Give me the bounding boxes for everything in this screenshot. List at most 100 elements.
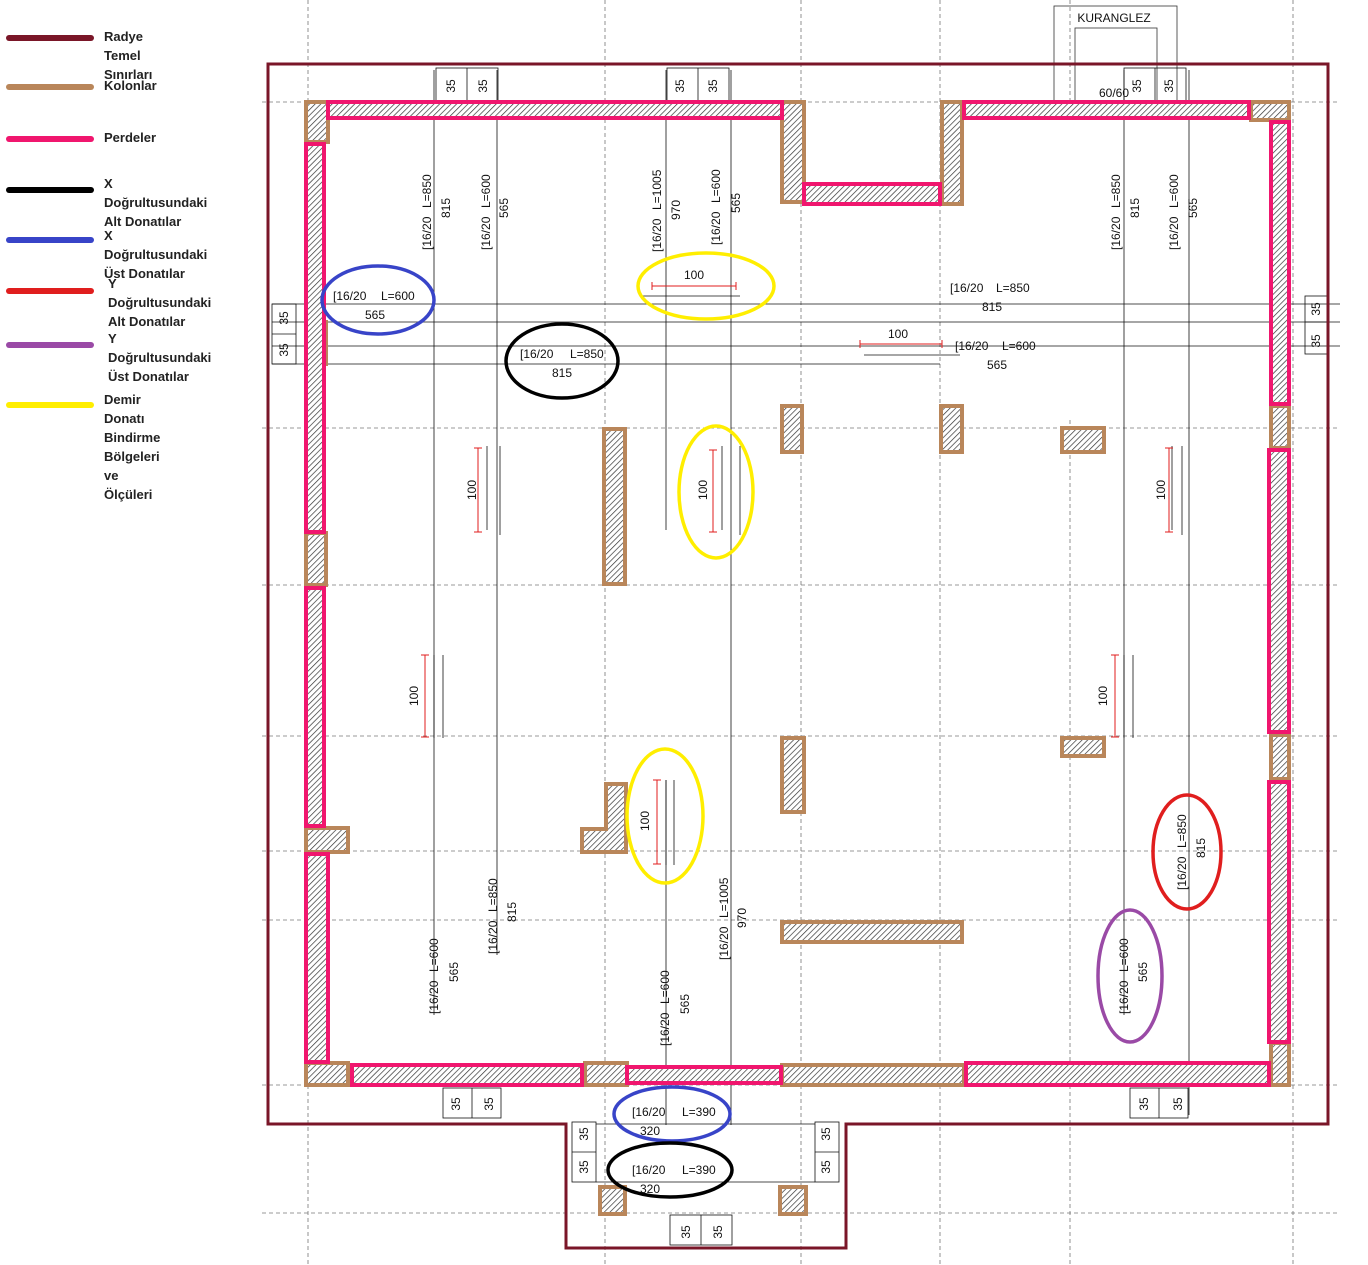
lap-length: 100 (696, 480, 710, 500)
lap-length: 100 (407, 686, 421, 706)
shear-wall (304, 852, 330, 1064)
column (1249, 100, 1291, 122)
kuranglez-label: KURANGLEZ (1077, 11, 1150, 25)
legend-label: Demir Donatı Bindirme Bölgeleri ve Ölçül… (104, 392, 161, 502)
cover-35: 35 (1137, 1097, 1151, 1111)
rebar-net-length: 815 (552, 366, 572, 380)
legend-label: X Doğrultusundaki Alt Donatılar (104, 176, 208, 229)
rebar-diameter-spacing: [16/20 (632, 1105, 666, 1119)
column (304, 531, 328, 587)
rebar-diameter-spacing: [16/20 (650, 218, 664, 252)
rebar-diameter-spacing: [16/20 (1117, 980, 1131, 1014)
cover-35: 35 (482, 1097, 496, 1111)
rebar-diameter-spacing: [16/20 (420, 216, 434, 250)
rebar-length: L=390 (682, 1163, 716, 1177)
shear-wall (625, 1065, 783, 1085)
column (780, 920, 964, 944)
rebar-label-group: [16/20 L=850 815 (950, 281, 1030, 314)
legend-line-raft-boundary (6, 35, 94, 41)
x-top-rebar-highlight (612, 1085, 732, 1143)
rebar-length: L=600 (1167, 174, 1181, 208)
rebar-label-group: [16/20 L=600 565 (427, 938, 461, 1014)
legend-label: Kolonlar (104, 78, 157, 93)
rebar-length: L=850 (1175, 814, 1189, 848)
rebar-label-group: [16/20 L=390 320 (632, 1163, 716, 1196)
legend-line-y-top-rebar (6, 342, 94, 348)
shear-wall (1267, 448, 1291, 734)
column (1060, 736, 1106, 758)
rebar-net-length: 320 (640, 1124, 660, 1138)
lap-marker (651, 282, 737, 290)
rebar-net-length: 970 (735, 908, 749, 928)
rebar-label-group: [16/20 L=850 815 (1109, 174, 1142, 250)
rebar-net-length: 970 (669, 200, 683, 220)
rebar-diameter-spacing: [16/20 (1109, 216, 1123, 250)
lap-marker (474, 447, 482, 533)
legend-line-x-top-rebar (6, 237, 94, 243)
rebar-label-group: [16/20 L=850 815 (520, 347, 604, 380)
rebar-net-length: 815 (439, 198, 453, 218)
lap-zone-highlight (636, 251, 776, 321)
rebar-length: L=600 (658, 970, 672, 1004)
lap-length: 100 (638, 811, 652, 831)
lap-zone-highlight (677, 424, 755, 560)
rebar-label-group: [16/20 L=600 565 (479, 174, 511, 250)
shear-walls (304, 100, 1291, 1087)
cover-35: 35 (1171, 1097, 1185, 1111)
rebar-diameter-spacing: [16/20 (955, 339, 989, 353)
column-size-label: 60/60 (1099, 86, 1129, 100)
rebar-net-length: 320 (640, 1182, 660, 1196)
rebar-diameter-spacing: [16/20 (709, 211, 723, 245)
column (304, 1061, 350, 1087)
cover-35: 35 (679, 1225, 693, 1239)
cover-35: 35 (706, 79, 720, 93)
rebar-label-group: [16/20 L=850 815 (1175, 814, 1208, 890)
cover-35: 35 (476, 79, 490, 93)
shear-wall (304, 586, 326, 828)
column (304, 826, 350, 854)
rebar-length: L=600 (709, 169, 723, 203)
cover-35: 35 (1130, 79, 1144, 93)
rebar-diameter-spacing: [16/20 (1167, 216, 1181, 250)
x-bottom-rebar-highlight (606, 1141, 734, 1199)
column (1269, 404, 1291, 450)
shear-wall (802, 182, 942, 206)
cover-35: 35 (1162, 79, 1176, 93)
legend-label: X Doğrultusundaki Üst Donatılar (104, 228, 208, 281)
cover-labels-top: 35 35 35 35 35 35 (444, 79, 1176, 93)
shear-wall (350, 1063, 584, 1087)
rebar-label-group: [16/20 L=600 565 (955, 339, 1036, 372)
rebar-net-length: 565 (365, 308, 385, 322)
rebar-length: L=850 (996, 281, 1030, 295)
legend-label: Perdeler (104, 130, 157, 145)
column (939, 404, 964, 454)
shear-wall (1267, 780, 1291, 1044)
rebar-length: L=850 (420, 174, 434, 208)
raft-boundary (266, 62, 1330, 1250)
cover-35: 35 (1309, 334, 1323, 348)
x-bottom-rebar-highlight (504, 322, 620, 400)
column (1269, 733, 1291, 781)
cover-35: 35 (449, 1097, 463, 1111)
lap-marker (1165, 447, 1173, 533)
legend-line-columns (6, 84, 94, 90)
rebar-length: L=390 (682, 1105, 716, 1119)
rebar-label-group: [16/20 L=850 815 (420, 174, 453, 250)
rebar-diameter-spacing: [16/20 (333, 289, 367, 303)
cover-35: 35 (277, 311, 291, 325)
rebar-label-group: [16/20 L=600 565 (1117, 938, 1150, 1014)
rebar-length: L=600 (479, 174, 493, 208)
lap-markers (421, 282, 1173, 865)
legend-line-shear-walls (6, 136, 94, 142)
cover-35: 35 (577, 1127, 591, 1141)
rebar-net-length: 565 (1136, 962, 1150, 982)
cover-35: 35 (444, 79, 458, 93)
rebar-diameter-spacing: [16/20 (1175, 856, 1189, 890)
rebar-label-group: [16/20 L=600 565 (333, 289, 415, 322)
rebar-net-length: 565 (447, 962, 461, 982)
cover-35: 35 (819, 1127, 833, 1141)
highlight-ellipses (320, 251, 1223, 1199)
rebar-length: L=600 (427, 938, 441, 972)
lap-marker (653, 779, 661, 865)
cover-35: 35 (577, 1160, 591, 1174)
